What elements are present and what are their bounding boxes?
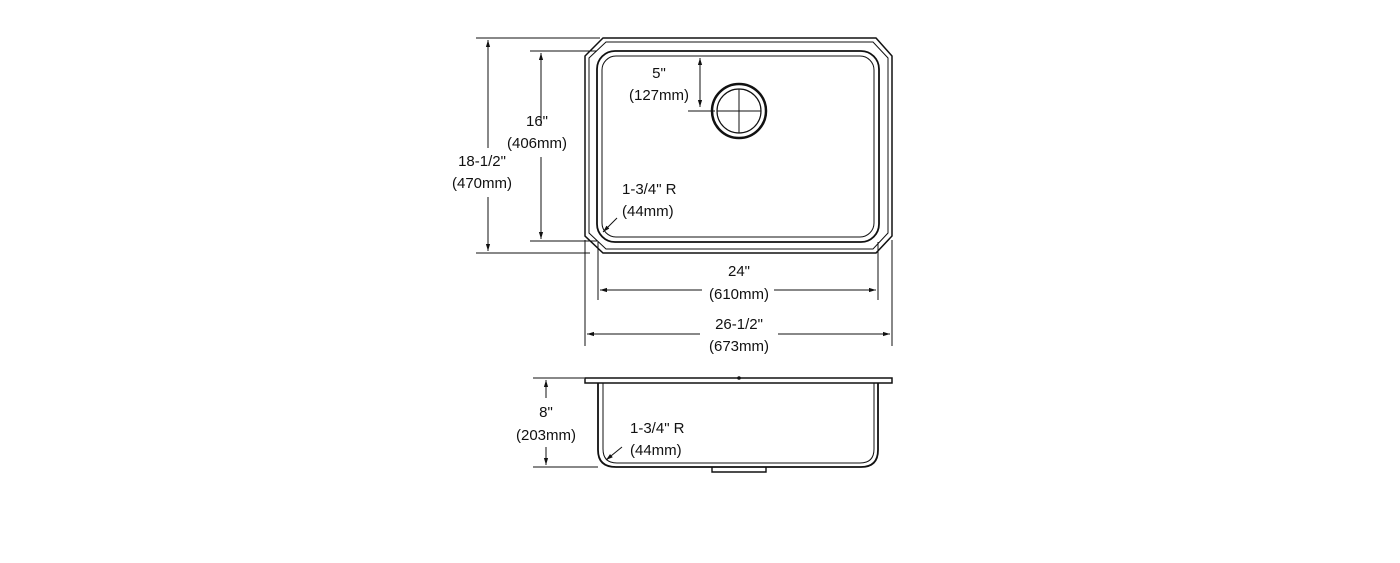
side-corner-radius-callout: 1-3/4" R (44mm) [605,420,685,461]
bowl-height-imperial: 8" [539,404,553,421]
drain-icon [710,82,768,140]
overall-depth-dimension: 18-1/2" (470mm) [452,37,600,254]
corner-radius-imperial: 1-3/4" R [622,181,677,198]
bowl-depth-dimension: 16" (406mm) [507,50,597,242]
overall-width-metric: (673mm) [709,338,769,355]
corner-radius-metric: (44mm) [622,203,674,220]
overall-width-imperial: 26-1/2" [715,316,763,333]
bowl-height-metric: (203mm) [516,427,576,444]
overall-width-dimension: 26-1/2" (673mm) [584,240,893,355]
side-corner-radius-metric: (44mm) [630,442,682,459]
bowl-depth-imperial: 16" [526,113,548,130]
drain-offset-dimension: 5" (127mm) [629,58,715,112]
bowl-width-imperial: 24" [728,263,750,280]
overall-depth-imperial: 18-1/2" [458,153,506,170]
sink-flange-inner-edge [588,41,889,250]
sink-flange-outline [584,37,893,254]
sink-rim [584,377,893,384]
sink-bowl-inner-edge [601,55,875,238]
sink-bowl-inner-profile [602,383,875,464]
top-view: 5" (127mm) 16" (406mm) 18-1/2" (470mm) 1… [452,37,893,355]
side-corner-radius-imperial: 1-3/4" R [630,420,685,437]
corner-radius-callout: 1-3/4" R (44mm) [602,181,677,233]
side-view: 8" (203mm) 1-3/4" R (44mm) [516,376,893,473]
bowl-width-metric: (610mm) [709,286,769,303]
drain-offset-imperial: 5" [652,65,666,82]
bowl-height-dimension: 8" (203mm) [516,377,598,468]
overall-depth-metric: (470mm) [452,175,512,192]
sink-bowl-profile [597,383,879,468]
rim-center-mark [737,376,741,380]
bowl-depth-metric: (406mm) [507,135,567,152]
bowl-width-dimension: 24" (610mm) [597,242,879,303]
sink-bowl-outline [596,50,880,243]
drain-offset-metric: (127mm) [629,87,689,104]
